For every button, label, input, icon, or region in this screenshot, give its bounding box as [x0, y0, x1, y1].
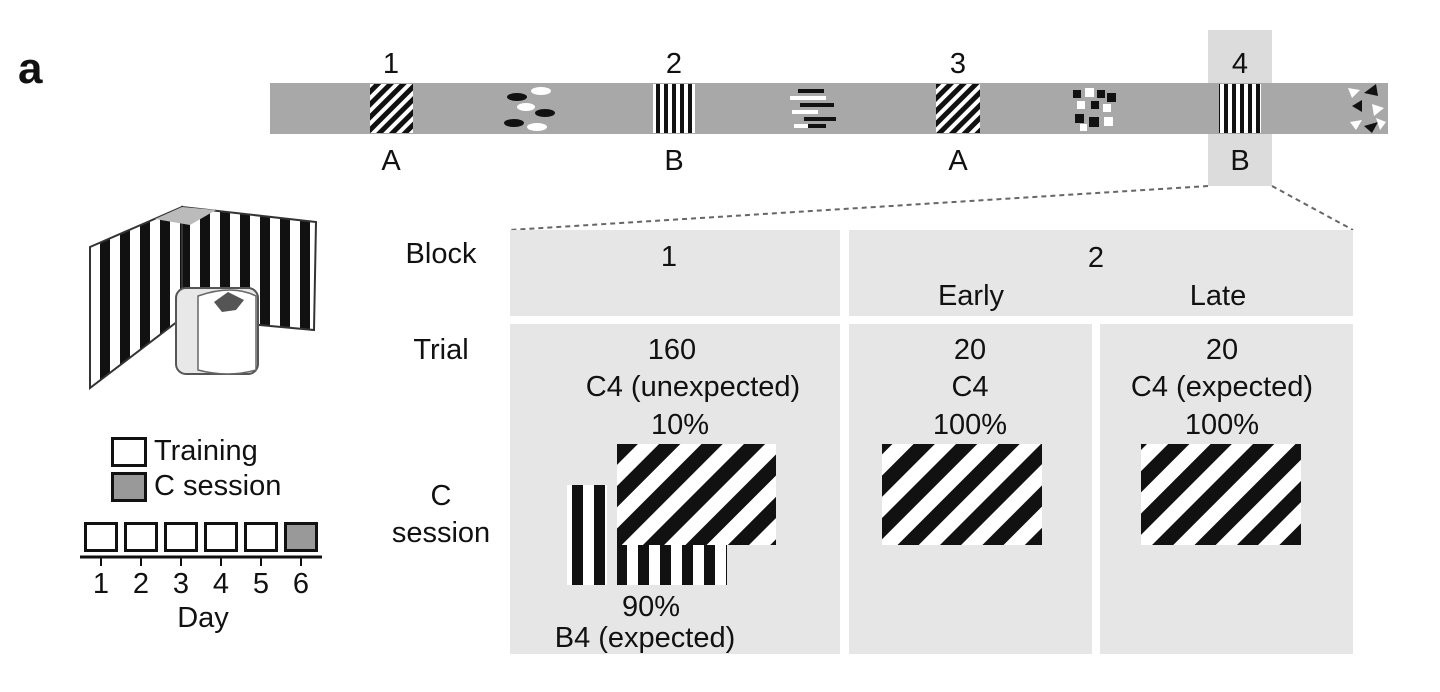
block-1-label: 1 — [660, 241, 678, 273]
col1-stimulus-bottom: B4 (expected) — [554, 622, 736, 654]
col3-stimulus: C4 (expected) — [1130, 371, 1314, 403]
panel-label: a — [18, 44, 43, 93]
late-label: Late — [1189, 280, 1247, 312]
block-2-label: 2 — [1087, 242, 1105, 274]
row-label-session: session — [391, 517, 491, 549]
position-label-2: 2 — [665, 48, 683, 80]
corridor-track — [270, 83, 1388, 134]
stimulus-A-1 — [370, 84, 413, 133]
day-axis-label: Day — [177, 602, 229, 634]
row-label-c: C — [430, 480, 452, 512]
legend-training-swatch — [111, 437, 147, 467]
texture-squares — [1073, 88, 1116, 131]
day-box-3 — [164, 522, 198, 552]
day-label-3: 3 — [172, 568, 190, 600]
day-label-4: 4 — [212, 568, 230, 600]
legend-training-label: Training — [154, 435, 258, 467]
col1-percent-bottom: 90% — [621, 591, 681, 623]
stimulus-A-3 — [936, 84, 980, 133]
zoom-line-right — [1271, 185, 1354, 231]
legend-c-session-swatch — [111, 472, 147, 502]
day-box-5 — [244, 522, 278, 552]
stimulus-letter-1: A — [381, 145, 401, 177]
col3-percent: 100% — [1184, 409, 1260, 441]
stimulus-letter-2: B — [664, 145, 684, 177]
day-box-2 — [124, 522, 158, 552]
day-box-4 — [204, 522, 238, 552]
stimulus-letter-4: B — [1230, 145, 1250, 177]
col3-trials: 20 — [1205, 334, 1239, 366]
early-label: Early — [937, 280, 1005, 312]
col1-stimulus: C4 (unexpected) — [585, 371, 801, 403]
day-label-2: 2 — [132, 568, 150, 600]
col1-percent-top: 10% — [650, 409, 710, 441]
grating-vertical-back — [567, 485, 607, 585]
col1-trials: 160 — [647, 334, 697, 366]
stimulus-letter-3: A — [948, 145, 968, 177]
day-label-6: 6 — [292, 568, 310, 600]
texture-ellipses — [504, 87, 555, 131]
vr-arena-illustration — [89, 205, 318, 391]
col2-percent: 100% — [932, 409, 1008, 441]
grating-diagonal-col2 — [882, 444, 1042, 545]
position-label-1: 1 — [382, 48, 400, 80]
texture-triangles — [1348, 84, 1386, 133]
block-1-header-panel — [510, 230, 840, 316]
block-2-header-panel — [849, 230, 1353, 316]
grating-diagonal-col1 — [617, 444, 776, 545]
day-label-5: 5 — [252, 568, 270, 600]
col2-trials: 20 — [953, 334, 987, 366]
day-label-1: 1 — [92, 568, 110, 600]
row-label-block: Block — [405, 238, 477, 270]
position-label-3: 3 — [949, 48, 967, 80]
grating-vertical-bottom — [617, 545, 727, 585]
stimulus-B-2 — [653, 84, 695, 133]
legend-c-session-label: C session — [154, 470, 282, 502]
grating-diagonal-col3 — [1141, 444, 1301, 545]
position-label-4: 4 — [1231, 48, 1249, 80]
row-label-trial: Trial — [413, 334, 469, 366]
texture-bars — [790, 89, 836, 128]
day-box-1 — [84, 522, 118, 552]
col2-stimulus: C4 — [951, 371, 989, 403]
day-box-6 — [284, 522, 318, 552]
stimulus-B-4 — [1219, 84, 1261, 133]
